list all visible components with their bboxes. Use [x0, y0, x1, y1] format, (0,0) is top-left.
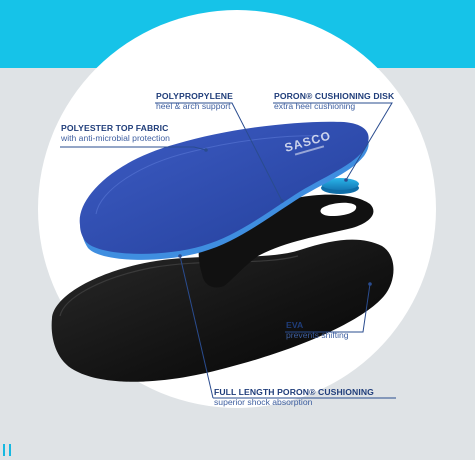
label-poron-disk-desc: extra heel cushioning — [274, 102, 394, 112]
label-eva: EVA prevents shifting — [286, 321, 349, 341]
label-polypropylene-desc: heel & arch support — [156, 102, 233, 112]
label-full-length: FULL LENGTH PORON® CUSHIONING superior s… — [214, 388, 374, 408]
label-full-length-desc: superior shock absorption — [214, 398, 374, 408]
label-polyester-desc: with anti-microbial protection — [61, 134, 170, 144]
label-poron-disk: PORON® CUSHIONING DISK extra heel cushio… — [274, 92, 394, 112]
label-polyester: POLYESTER TOP FABRIC with anti-microbial… — [61, 124, 170, 144]
label-eva-desc: prevents shifting — [286, 331, 349, 341]
label-polypropylene: POLYPROPYLENE heel & arch support — [156, 92, 233, 112]
corner-logo-mark-icon — [0, 440, 16, 456]
